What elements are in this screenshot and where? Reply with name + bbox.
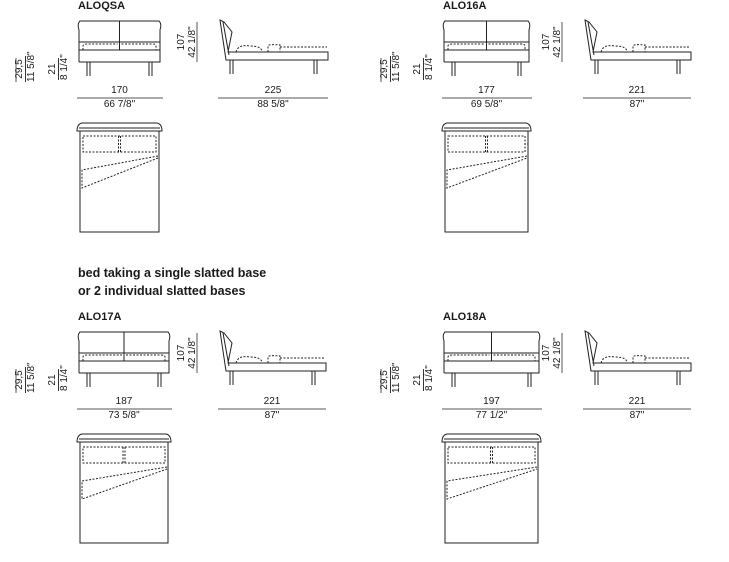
- side-view: [584, 19, 692, 74]
- plan-view: [441, 433, 542, 544]
- technical-drawing: [15, 19, 329, 233]
- slatted-base-note: bed taking a single slatted base or 2 in…: [78, 264, 266, 300]
- length-in: 87": [264, 410, 280, 421]
- length-in: 87": [629, 410, 645, 421]
- technical-drawing: [380, 19, 692, 233]
- front-view: [442, 331, 541, 387]
- model-code: ALOQSA: [78, 0, 126, 12]
- length-cm: 221: [628, 85, 646, 96]
- length-in: 88 5/8": [257, 99, 289, 110]
- model-code: ALO16A: [443, 0, 487, 12]
- model-code: ALO18A: [443, 311, 487, 323]
- length-cm: 221: [263, 396, 281, 407]
- front-view: [77, 20, 162, 76]
- dimension-lines: [15, 333, 326, 410]
- technical-drawing: [380, 330, 692, 544]
- side-view: [584, 330, 692, 385]
- width-cm: 170: [111, 85, 128, 96]
- plan-view: [76, 122, 163, 233]
- plan-view: [441, 122, 532, 233]
- length-cm: 221: [628, 396, 646, 407]
- front-view: [442, 20, 531, 76]
- length-in: 87": [629, 99, 645, 110]
- width-in: 77 1/2": [475, 410, 508, 421]
- side-view: [219, 19, 329, 74]
- width-in: 69 5/8": [470, 99, 503, 110]
- model-code: ALO17A: [78, 311, 122, 323]
- plan-view: [76, 433, 172, 544]
- dimension-lines: [380, 22, 691, 99]
- width-in: 73 5/8": [108, 410, 140, 421]
- technical-drawing: [15, 330, 327, 544]
- front-view: [77, 331, 171, 387]
- note-line: or 2 individual slatted bases: [78, 284, 246, 298]
- width-cm: 197: [483, 396, 500, 407]
- note-line: bed taking a single slatted base: [78, 266, 267, 280]
- length-cm: 225: [264, 85, 282, 96]
- width-cm: 177: [478, 85, 495, 96]
- width-cm: 187: [115, 396, 133, 407]
- width-in: 66 7/8": [103, 99, 136, 110]
- dimension-lines: [15, 22, 328, 99]
- side-view: [219, 330, 327, 385]
- dimension-lines: [380, 333, 691, 410]
